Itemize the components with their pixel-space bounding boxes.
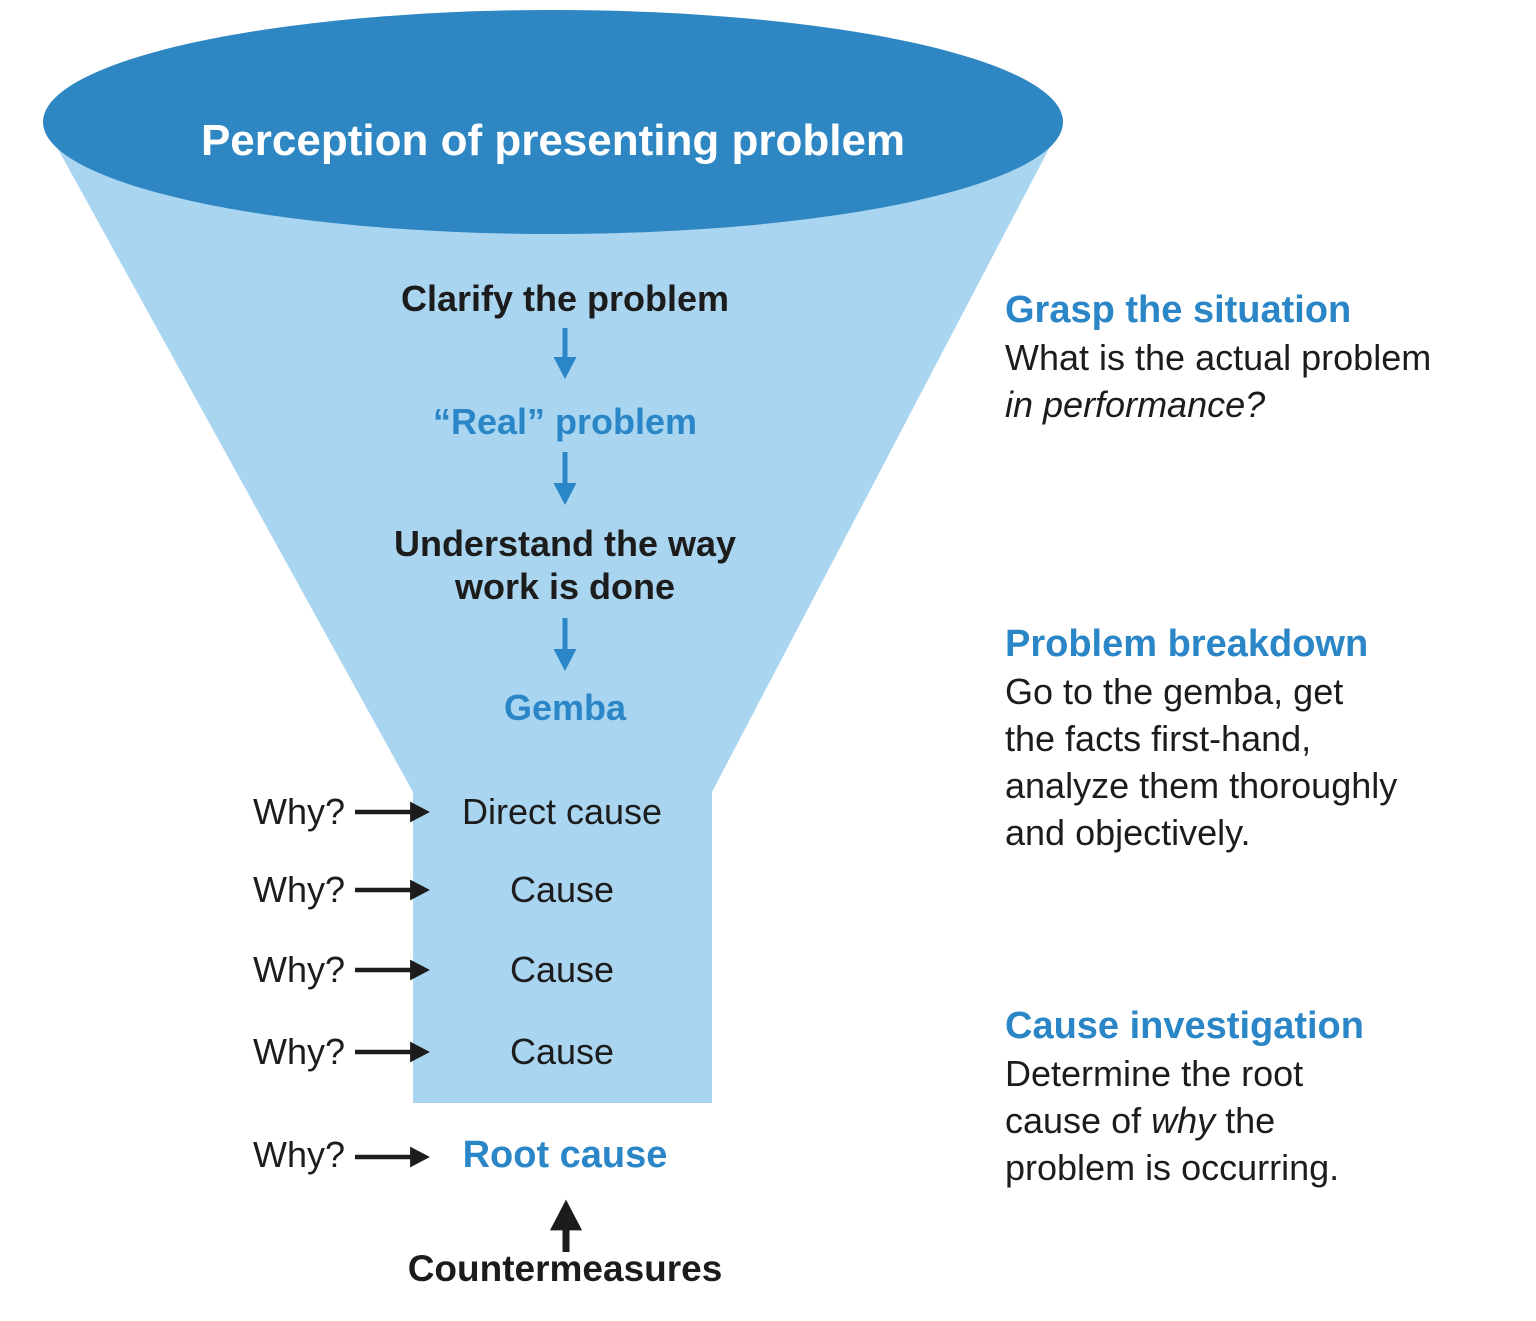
step-line: Understand the way (393, 523, 737, 564)
annotation-text-italic: why (1151, 1100, 1216, 1141)
annotation-line: and objectively. (1005, 809, 1525, 856)
root-cause-label: Root cause (462, 1134, 668, 1176)
annotation-text: Determine the root (1005, 1053, 1304, 1094)
annotation-text: analyze them thoroughly (1005, 765, 1398, 806)
annotation-line: problem is occurring. (1005, 1144, 1525, 1191)
why-label-2: Why? (252, 869, 345, 910)
annotation-heading: Problem breakdown (1005, 623, 1369, 665)
annotation-text: the facts first-hand, (1005, 718, 1312, 759)
cause-4: Cause (509, 1031, 615, 1072)
annotation-line: in performance? (1005, 381, 1525, 428)
annotation-text: Go to the gemba, get (1005, 671, 1344, 712)
why-label-3: Why? (252, 949, 345, 990)
funnel-top-ellipse (43, 10, 1063, 234)
step-line: work is done (454, 566, 676, 607)
annotation-text: What is the actual problem (1005, 337, 1432, 378)
cause-3: Cause (509, 949, 615, 990)
annotation-line: cause of why the (1005, 1097, 1525, 1144)
annotation-line: the facts first-hand, (1005, 715, 1525, 762)
step-real-problem: “Real” problem (315, 400, 815, 443)
annotation-heading: Grasp the situation (1005, 289, 1352, 331)
annotation-line: What is the actual problem (1005, 334, 1525, 381)
annotation-line: Go to the gemba, get (1005, 668, 1525, 715)
step-clarify-problem: Clarify the problem (315, 277, 815, 320)
why-label-root: Why? (252, 1134, 345, 1175)
cause-2: Cause (509, 869, 615, 910)
annotation-text: in performance? (1005, 384, 1266, 425)
why-label-4: Why? (252, 1031, 345, 1072)
why-label-1: Why? (252, 791, 345, 832)
step-gemba: Gemba (315, 686, 815, 729)
annotation-line: analyze them thoroughly (1005, 762, 1525, 809)
step-understand-work: Understand the way work is done (315, 522, 815, 608)
annotation-line: Determine the root (1005, 1050, 1525, 1097)
cause-direct: Direct cause (461, 791, 663, 832)
annotation-cause-investigation: Cause investigation Determine the root c… (1005, 1002, 1525, 1191)
step-line: Gemba (503, 687, 627, 728)
annotation-text: problem is occurring. (1005, 1147, 1340, 1188)
annotation-text: the (1215, 1100, 1276, 1141)
funnel-body (43, 122, 1063, 1103)
annotation-problem-breakdown: Problem breakdown Go to the gemba, get t… (1005, 620, 1525, 856)
step-line: “Real” problem (432, 401, 698, 442)
step-line: Clarify the problem (400, 278, 730, 319)
annotation-text: and objectively. (1005, 812, 1251, 853)
annotation-text: cause of (1005, 1100, 1152, 1141)
funnel-top-label: Perception of presenting problem (200, 116, 906, 165)
annotation-grasp-situation: Grasp the situation What is the actual p… (1005, 286, 1525, 428)
countermeasures-label: Countermeasures (407, 1248, 723, 1289)
annotation-heading: Cause investigation (1005, 1005, 1364, 1047)
